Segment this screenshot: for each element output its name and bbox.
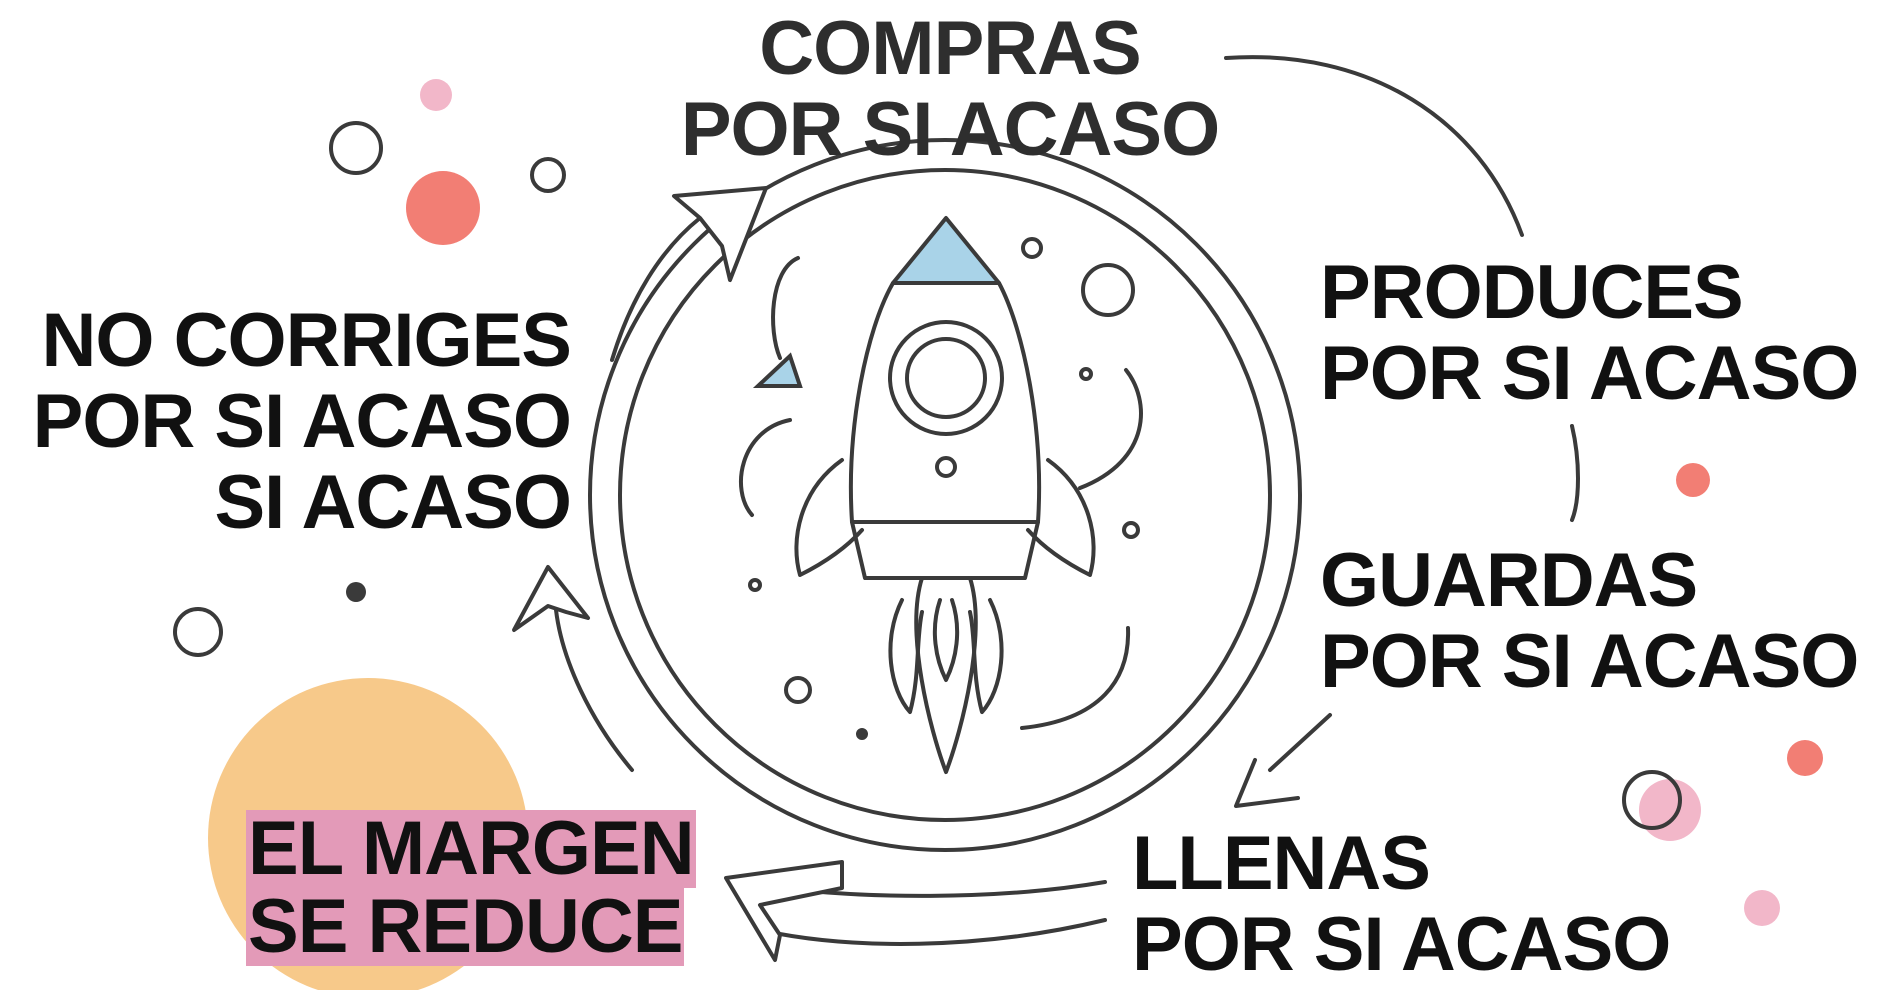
step-compras-label: COMPRAS POR SI ACASO [660, 8, 1240, 170]
bubble-icon [420, 79, 452, 111]
step-produces-label: PRODUCES POR SI ACASO [1320, 250, 1859, 416]
step-no-corriges-line-2: POR SI ACASO [32, 379, 572, 464]
arrow-llenas-to-margen [758, 918, 1107, 946]
bubble-icon [346, 582, 366, 602]
arrow-head-icon [724, 860, 844, 962]
step-llenas-line-1: LLENAS [1132, 821, 1431, 906]
cycle-ring [588, 138, 1302, 852]
bubble-icon [406, 171, 480, 245]
rocket-icon [794, 216, 1096, 774]
bubble-icon [1676, 463, 1710, 497]
triangle-marker-icon [752, 352, 803, 388]
arrow-head-icon [672, 186, 768, 282]
step-guardas-label: GUARDAS POR SI ACASO [1320, 538, 1859, 704]
step-produces-line-2: POR SI ACASO [1320, 331, 1859, 416]
bubble-icon [329, 121, 383, 175]
bubble-icon [173, 607, 223, 657]
step-produces-line-1: PRODUCES [1320, 250, 1744, 335]
step-guardas-line-1: GUARDAS [1320, 538, 1698, 623]
step-no-corriges-line-1: NO CORRIGES [41, 298, 573, 383]
step-no-corriges-label: NO CORRIGES POR SI ACASO SI ACASO [32, 298, 573, 545]
outcome-label: EL MARGEN SE REDUCE [246, 810, 696, 966]
step-compras-line-1: COMPRAS [759, 6, 1141, 91]
step-no-corriges-line-3: SI ACASO [214, 460, 572, 545]
outcome-line-2: SE REDUCE [246, 884, 685, 969]
step-compras-line-2: POR SI ACASO [680, 87, 1220, 172]
cycle-arrows [512, 55, 1580, 962]
bubble-icon [530, 157, 566, 193]
arrow-head-icon [1234, 758, 1300, 808]
decorative-bubbles [173, 79, 1823, 926]
bubble-icon [1622, 770, 1682, 830]
outcome-line-1: EL MARGEN [246, 806, 696, 891]
step-llenas-line-2: POR SI ACASO [1132, 902, 1671, 987]
arrow-head-icon [512, 565, 590, 632]
arrow-guardas-to-llenas [1268, 713, 1332, 772]
bubble-icon [1639, 779, 1701, 841]
step-llenas-label: LLENAS POR SI ACASO [1132, 821, 1671, 987]
arrow-nocorriges-to-compras [610, 216, 702, 362]
bubble-icon [1787, 740, 1823, 776]
arrow-compras-to-produces [1224, 55, 1524, 237]
step-guardas-line-2: POR SI ACASO [1320, 619, 1859, 704]
bubble-icon [1744, 890, 1780, 926]
arrow-margen-to-nocorriges [554, 608, 634, 772]
orbit-lines [739, 237, 1143, 740]
arrow-produces-to-guardas [1570, 424, 1580, 522]
